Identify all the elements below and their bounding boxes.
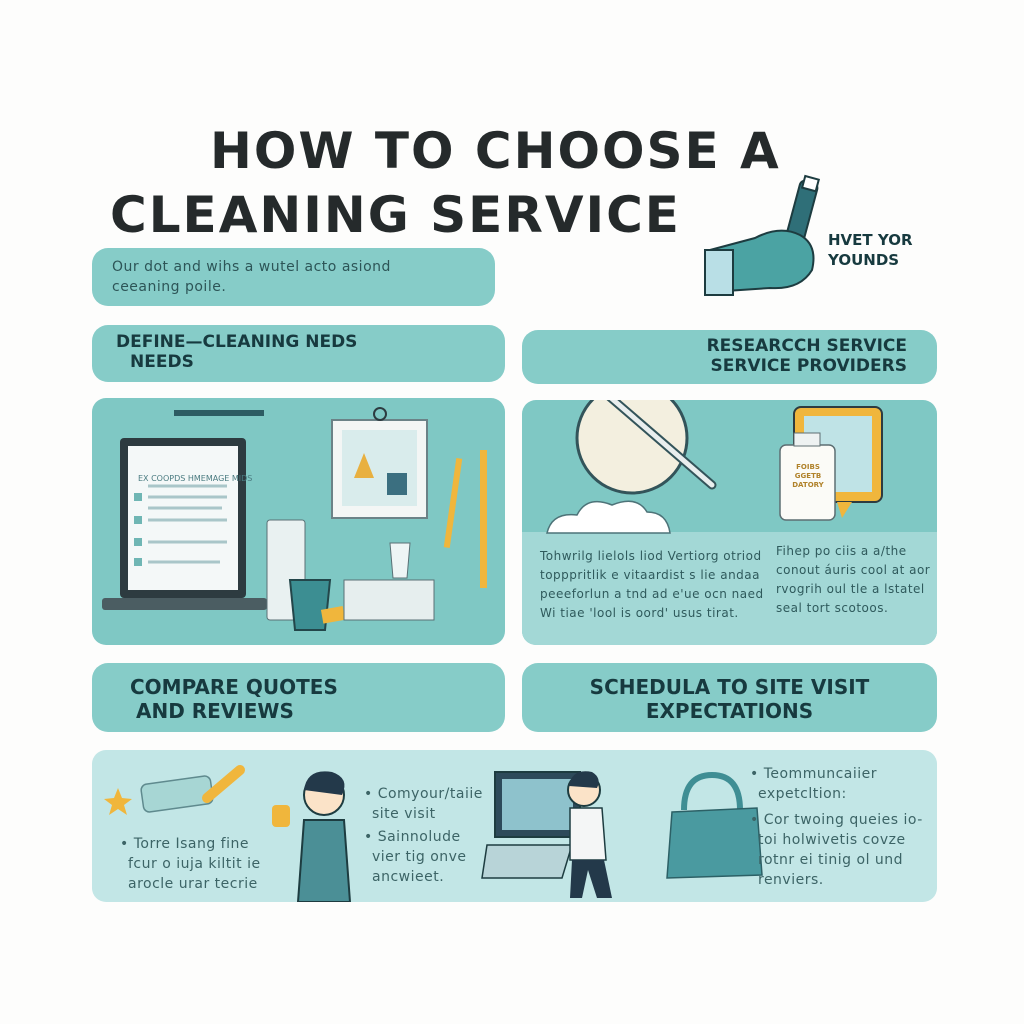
define-header-line-2: NEEDS bbox=[130, 352, 194, 373]
research-providers-header: RESEARCCH SERVICE SERVICE PROVIDERS bbox=[522, 330, 937, 384]
tip-line: • Cor twoing queies io- bbox=[750, 812, 923, 828]
tip-line: toi holwivetis covze bbox=[758, 832, 906, 848]
tip-line: site visit bbox=[372, 806, 436, 822]
research-header-line-2: SERVICE PROVIDERS bbox=[710, 356, 907, 377]
intro-box: Our dot and wihs a wutel acto asiond cee… bbox=[92, 248, 495, 306]
schedule-visit-header: SCHEDULA TO SITE VISIT EXPECTATIONS bbox=[522, 663, 937, 732]
define-needs-panel: EX COOPDS HMEMAGE MIDS bbox=[92, 398, 505, 645]
tip-line: vier tig onve bbox=[372, 849, 467, 865]
compare-header-line-2: AND REVIEWS bbox=[136, 699, 294, 723]
tip-line: • Torre Isang fine bbox=[120, 836, 249, 852]
schedule-header-line-1: SCHEDULA TO SITE VISIT bbox=[589, 675, 870, 699]
laptop-checklist-illustration bbox=[102, 407, 487, 631]
compare-header-line-1: COMPARE QUOTES bbox=[130, 675, 338, 699]
bottle-label-line-1: FOIBS bbox=[796, 463, 820, 471]
research-right-line: seal tort scotoos. bbox=[776, 601, 889, 615]
magnifier-and-tablet-illustration bbox=[546, 400, 883, 534]
bottle-label-line-3: DATORY bbox=[792, 481, 824, 489]
tip-line: ancwieet. bbox=[372, 869, 445, 885]
research-left-line: Wi tiae 'lool is oord' usus tirat. bbox=[540, 606, 739, 620]
research-right-line: rvogrih oul tle a lstatel bbox=[776, 582, 925, 596]
tip-line: renviers. bbox=[758, 872, 824, 888]
research-right-line: Fihep po ciis a a/the bbox=[776, 544, 907, 558]
bottle-label: FOIBS GGETB DATORY bbox=[788, 463, 828, 490]
schedule-header-line-2: EXPECTATIONS bbox=[645, 699, 814, 723]
intro-line-2: ceeaning poile. bbox=[112, 279, 227, 295]
define-needs-header: DEFINE—CLEANING NEDS NEEDS bbox=[92, 325, 505, 382]
hand-caption-line-1: HVET YOR bbox=[828, 231, 913, 249]
research-providers-panel: FOIBS GGETB DATORY Tohwrilg lielols liod… bbox=[522, 400, 937, 645]
tip-line: • Comyour/taiie bbox=[364, 786, 483, 802]
research-text-right: Fihep po ciis a a/the conout áuris cool … bbox=[776, 542, 930, 618]
define-header-line-1: DEFINE—CLEANING NEDS bbox=[116, 332, 358, 352]
tip-line: expetcltion: bbox=[758, 786, 847, 802]
intro-line-1: Our dot and wihs a wutel acto asiond bbox=[112, 259, 391, 275]
tips-illustrations bbox=[104, 765, 763, 902]
gloved-hand-icon bbox=[704, 174, 821, 296]
tip-column-3: • Teommuncaiier expetcltion: • Cor twoin… bbox=[750, 764, 923, 890]
bottle-label-line-2: GGETB bbox=[794, 472, 822, 480]
tip-column-1: • Torre Isang fine fcur o iuja kiltit ie… bbox=[120, 834, 261, 894]
research-header-line-1: RESEARCCH SERVICE bbox=[706, 336, 907, 356]
research-text-area bbox=[522, 532, 937, 645]
hand-caption: HVET YOR YOUNDS bbox=[828, 230, 913, 270]
tips-panel: • Torre Isang fine fcur o iuja kiltit ie… bbox=[92, 750, 937, 902]
research-text-left: Tohwrilg lielols liod Vertiorg otriod to… bbox=[540, 547, 764, 623]
compare-quotes-header: COMPARE QUOTES AND REVIEWS bbox=[92, 663, 505, 732]
research-right-line: conout áuris cool at aor bbox=[776, 563, 931, 577]
tip-line: • Sainnolude bbox=[364, 829, 461, 845]
research-left-line: peeeforlun a tnd ad e'ue ocn naed bbox=[540, 587, 764, 601]
tip-line: • Teommuncaiier bbox=[750, 766, 878, 782]
research-left-line: Tohwrilg lielols liod Vertiorg otriod bbox=[540, 549, 762, 563]
title-line-2: CLEANING SERVICE bbox=[110, 186, 681, 244]
hand-caption-line-2: YOUNDS bbox=[828, 251, 900, 269]
tip-line: fcur o iuja kiltit ie bbox=[128, 856, 261, 872]
research-left-line: topppritlik e vitaardist s lie andaa bbox=[540, 568, 761, 582]
tip-line: rotnr ei tinig ol und bbox=[758, 852, 904, 868]
tip-line: arocle urar tecrie bbox=[128, 876, 258, 892]
title-line-1: HOW TO CHOOSE A bbox=[210, 122, 781, 180]
checklist-heading: EX COOPDS HMEMAGE MIDS bbox=[138, 474, 253, 483]
tip-column-2: • Comyour/taiie site visit • Sainnolude … bbox=[364, 784, 483, 887]
